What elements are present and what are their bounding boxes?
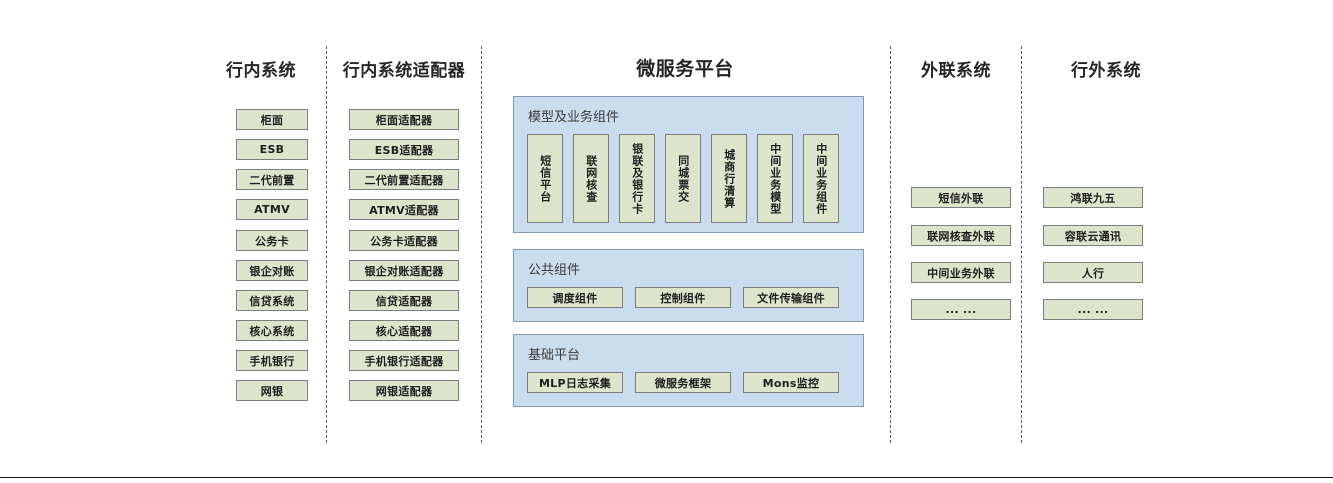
node-in-bank-system[interactable]: ESB <box>236 139 308 160</box>
node-model-component-label: 城商行清算 <box>722 148 736 209</box>
column-divider-1 <box>326 46 327 443</box>
column-title-external-link-systems: 外联系统 <box>921 61 991 81</box>
node-model-component-label: 银联及银行卡 <box>630 142 644 215</box>
node-base-platform-component[interactable]: MLP日志采集 <box>527 372 623 393</box>
node-model-component-label: 短信平台 <box>538 154 552 203</box>
column-divider-2 <box>481 46 482 443</box>
node-external-link-system[interactable]: 中间业务外联 <box>911 262 1011 283</box>
node-in-bank-system[interactable]: 核心系统 <box>236 320 308 341</box>
node-model-component-label: 联网核查 <box>584 154 598 203</box>
node-model-component-label: 中间业务模型 <box>768 142 782 215</box>
node-public-component[interactable]: 调度组件 <box>527 287 623 308</box>
column-title-in-bank-systems: 行内系统 <box>226 61 296 81</box>
node-in-bank-system[interactable]: ATMV <box>236 199 308 220</box>
node-in-bank-system[interactable]: 网银 <box>236 380 308 401</box>
node-outside-bank-system[interactable]: 容联云通讯 <box>1043 225 1143 246</box>
node-in-bank-system[interactable]: 信贷系统 <box>236 290 308 311</box>
node-base-platform-component[interactable]: Mons监控 <box>743 372 839 393</box>
node-model-component[interactable]: 同城票交 <box>665 134 701 223</box>
node-outside-bank-system[interactable]: 人行 <box>1043 262 1143 283</box>
node-public-component[interactable]: 控制组件 <box>635 287 731 308</box>
node-model-component[interactable]: 联网核查 <box>573 134 609 223</box>
node-model-component[interactable]: 中间业务模型 <box>757 134 793 223</box>
node-model-component[interactable]: 城商行清算 <box>711 134 747 223</box>
node-in-bank-adapter[interactable]: 二代前置适配器 <box>349 169 459 190</box>
node-in-bank-adapter[interactable]: 银企对账适配器 <box>349 260 459 281</box>
node-external-link-system[interactable]: 联网核查外联 <box>911 225 1011 246</box>
node-base-platform-component[interactable]: 微服务框架 <box>635 372 731 393</box>
node-in-bank-adapter[interactable]: 手机银行适配器 <box>349 350 459 371</box>
panel-public-components: 公共组件 <box>513 249 864 322</box>
node-model-component[interactable]: 中间业务组件 <box>803 134 839 223</box>
node-in-bank-adapter[interactable]: 核心适配器 <box>349 320 459 341</box>
node-in-bank-adapter[interactable]: 公务卡适配器 <box>349 230 459 251</box>
node-model-component[interactable]: 银联及银行卡 <box>619 134 655 223</box>
node-in-bank-system[interactable]: 二代前置 <box>236 169 308 190</box>
bottom-rule <box>0 477 1333 478</box>
node-model-component[interactable]: 短信平台 <box>527 134 563 223</box>
panel-title-base-platform: 基础平台 <box>528 348 581 363</box>
node-model-component-label: 同城票交 <box>676 154 690 203</box>
node-in-bank-system[interactable]: 柜面 <box>236 109 308 130</box>
panel-base-platform: 基础平台 <box>513 334 864 407</box>
node-in-bank-system[interactable]: 公务卡 <box>236 230 308 251</box>
column-divider-4 <box>1021 46 1022 443</box>
panel-title-model-business-components: 模型及业务组件 <box>528 110 620 125</box>
column-title-outside-bank-systems: 行外系统 <box>1071 61 1141 81</box>
node-public-component[interactable]: 文件传输组件 <box>743 287 839 308</box>
node-in-bank-adapter[interactable]: 信贷适配器 <box>349 290 459 311</box>
node-outside-bank-system[interactable]: ... ... <box>1043 299 1143 320</box>
node-in-bank-adapter[interactable]: 网银适配器 <box>349 380 459 401</box>
column-title-microservice-platform: 微服务平台 <box>636 58 734 80</box>
node-in-bank-adapter[interactable]: 柜面适配器 <box>349 109 459 130</box>
node-in-bank-adapter[interactable]: ESB适配器 <box>349 139 459 160</box>
column-divider-3 <box>890 46 891 443</box>
panel-title-public-components: 公共组件 <box>528 263 581 278</box>
node-in-bank-system[interactable]: 手机银行 <box>236 350 308 371</box>
node-in-bank-system[interactable]: 银企对账 <box>236 260 308 281</box>
node-external-link-system[interactable]: ... ... <box>911 299 1011 320</box>
node-in-bank-adapter[interactable]: ATMV适配器 <box>349 199 459 220</box>
column-title-in-bank-adapters: 行内系统适配器 <box>342 61 466 81</box>
node-external-link-system[interactable]: 短信外联 <box>911 187 1011 208</box>
node-model-component-label: 中间业务组件 <box>814 142 828 215</box>
node-outside-bank-system[interactable]: 鸿联九五 <box>1043 187 1143 208</box>
